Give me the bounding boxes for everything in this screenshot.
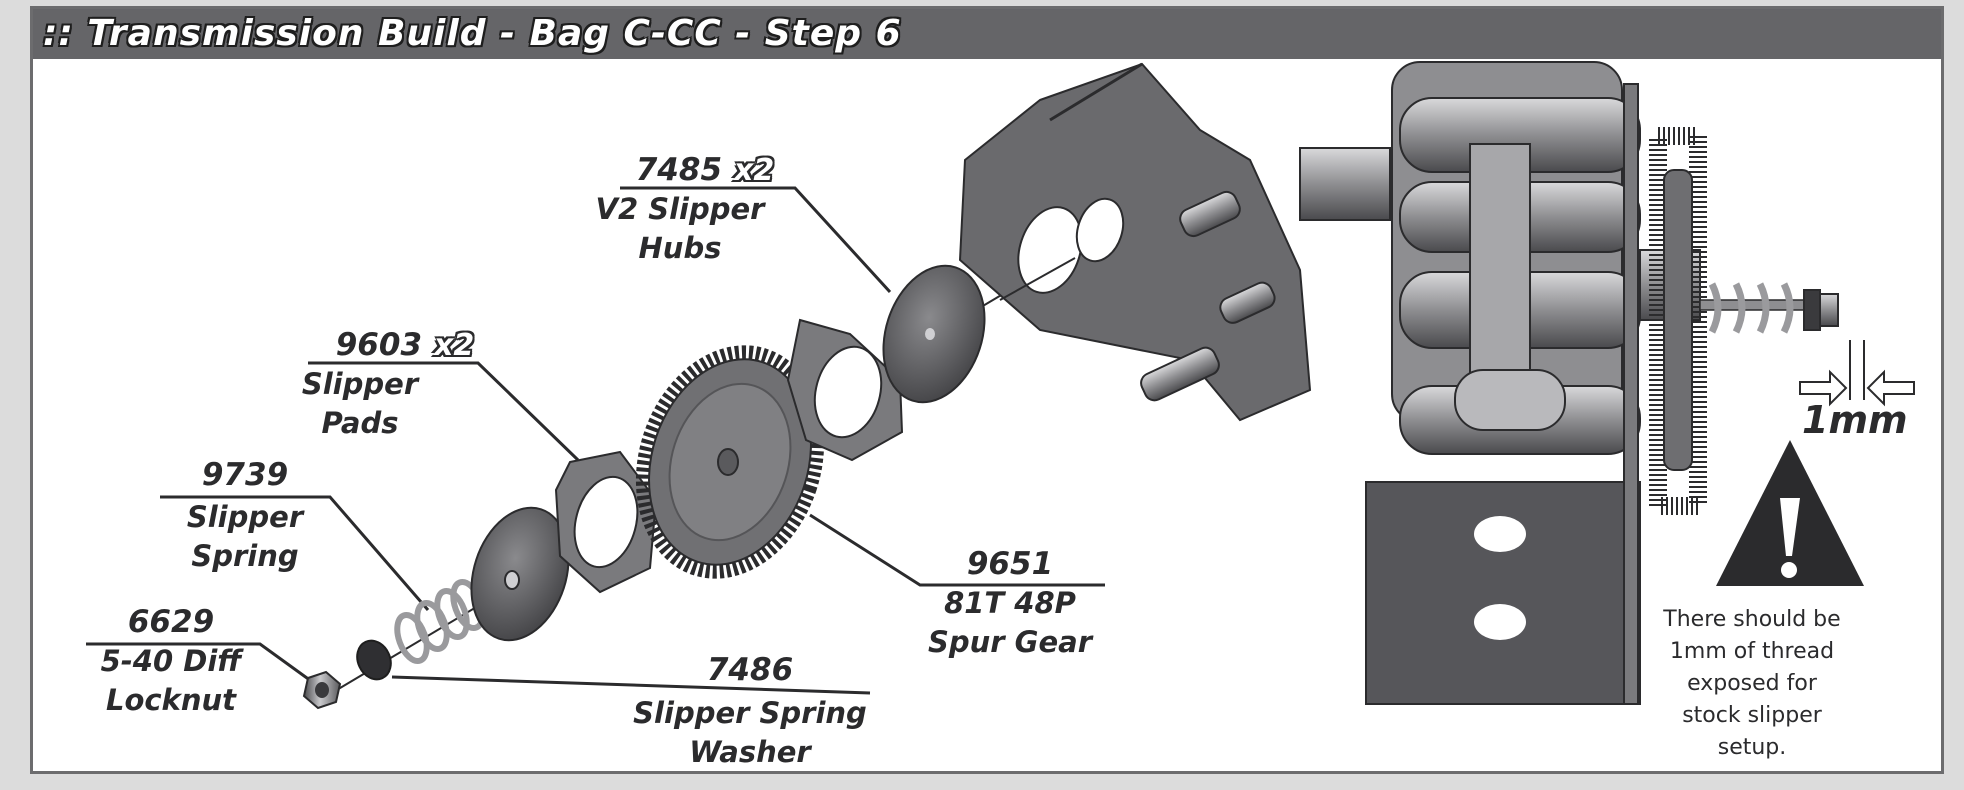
part-name-line: Locknut bbox=[105, 683, 237, 717]
part-label-7486: 7486 bbox=[650, 650, 850, 690]
part-name-line: Washer bbox=[689, 735, 811, 769]
part-name-line: Hubs bbox=[638, 231, 722, 265]
part-name-line: Spring bbox=[191, 539, 299, 573]
part-number: 9603 bbox=[335, 327, 423, 363]
slipper-pad-rear bbox=[786, 318, 904, 462]
thread-measurement: 1mm bbox=[1802, 398, 1908, 442]
washer-7486 bbox=[356, 639, 392, 681]
part-name-9651: 81T 48P Spur Gear bbox=[905, 584, 1115, 662]
note-line: setup. bbox=[1717, 735, 1787, 760]
part-name-6629: 5-40 Diff Locknut bbox=[76, 642, 266, 720]
note-line: 1mm of thread bbox=[1669, 639, 1835, 664]
part-number: 7485 bbox=[635, 152, 723, 188]
part-label-9651: 9651 bbox=[920, 544, 1100, 584]
part-number: 9739 bbox=[201, 457, 289, 493]
part-name-line: 81T 48P bbox=[944, 586, 1076, 620]
part-qty: x2 bbox=[434, 328, 475, 363]
part-qty: x2 bbox=[734, 153, 775, 188]
part-name-line: Pads bbox=[321, 406, 399, 440]
part-name-line: Slipper bbox=[186, 500, 304, 534]
part-label-7485: 7485 x2 bbox=[590, 150, 820, 191]
part-number: 6629 bbox=[127, 604, 215, 640]
part-number: 7486 bbox=[706, 652, 794, 688]
slipper-hub-rear bbox=[882, 264, 986, 404]
part-name-line: V2 Slipper bbox=[595, 192, 765, 226]
spur-gear-9651 bbox=[635, 345, 825, 579]
part-label-9739: 9739 bbox=[160, 455, 330, 495]
part-number: 9651 bbox=[966, 546, 1054, 582]
slipper-pad-front bbox=[554, 450, 658, 594]
part-label-9603: 9603 x2 bbox=[300, 325, 510, 366]
part-name-9739: Slipper Spring bbox=[150, 498, 340, 576]
slipper-spring-9739 bbox=[394, 579, 486, 664]
leader-lines bbox=[86, 186, 1105, 695]
warning-note: There should be 1mm of thread exposed fo… bbox=[1652, 604, 1852, 764]
note-line: stock slipper bbox=[1682, 703, 1822, 728]
note-line: There should be bbox=[1663, 607, 1841, 632]
part-name-7486: Slipper Spring Washer bbox=[615, 694, 885, 772]
part-name-9603: Slipper Pads bbox=[260, 365, 460, 443]
side-view-detail bbox=[1299, 61, 1915, 705]
note-line: exposed for bbox=[1687, 671, 1817, 696]
locknut-6629 bbox=[302, 670, 342, 710]
warning-triangle-icon bbox=[1716, 440, 1864, 586]
step-title: :: Transmission Build - Bag C-CC - Step … bbox=[43, 13, 902, 54]
title-bar: :: Transmission Build - Bag C-CC - Step … bbox=[33, 9, 1941, 59]
slipper-hub-front bbox=[470, 506, 570, 642]
part-name-line: Spur Gear bbox=[927, 625, 1093, 659]
part-label-6629: 6629 bbox=[86, 602, 256, 642]
part-name-7485: V2 Slipper Hubs bbox=[570, 190, 790, 268]
part-name-line: 5-40 Diff bbox=[100, 644, 242, 678]
part-name-line: Slipper Spring bbox=[633, 696, 867, 730]
part-name-line: Slipper bbox=[301, 367, 419, 401]
transmission-case bbox=[958, 62, 1312, 422]
